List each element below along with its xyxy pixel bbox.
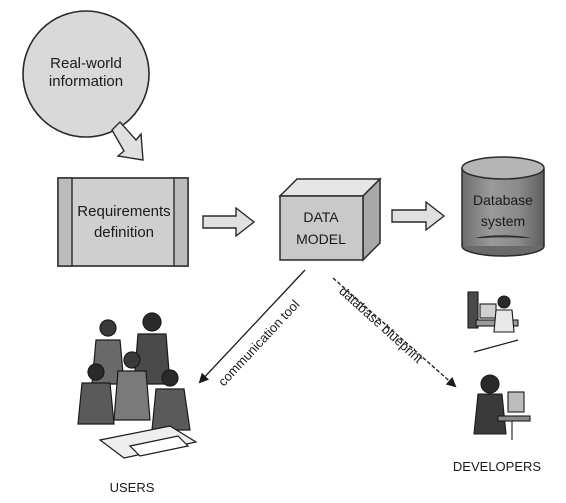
requirements-left-band xyxy=(57,177,73,267)
user-body-4 xyxy=(113,370,151,421)
user-body-5 xyxy=(151,388,191,431)
dev1-monitor xyxy=(479,303,497,319)
data-model-label-line1: DATA xyxy=(303,209,339,225)
user-head-3 xyxy=(87,363,105,381)
database-blueprint-label: database blueprint xyxy=(336,283,426,366)
requirements-box xyxy=(57,177,189,267)
requirements-right-band xyxy=(173,177,189,267)
user-head-5 xyxy=(161,369,179,387)
arrow-datamodel-to-database xyxy=(391,200,446,232)
requirements-node: Requirements definition xyxy=(57,177,189,267)
arrow-realworld-to-requirements xyxy=(111,120,144,161)
database-cylinder-top xyxy=(461,156,545,180)
communication-arrow xyxy=(198,269,306,384)
communication-tool-label: communication tool xyxy=(215,297,302,389)
database-cylinder-body xyxy=(462,168,544,246)
data-model-node: DATA MODEL xyxy=(278,177,382,262)
dev2-desk xyxy=(497,415,531,422)
edge-communication-tool: communication tool xyxy=(198,269,306,389)
data-model-label-line2: MODEL xyxy=(296,231,346,247)
data-model-front-face xyxy=(279,195,364,261)
developer-illustration-1 xyxy=(467,291,519,353)
database-label-line1: Database xyxy=(473,192,533,208)
real-world-label-line1: Real-world xyxy=(50,55,122,72)
dev1-bookshelf xyxy=(467,291,479,329)
users-paper-2 xyxy=(128,435,190,457)
requirements-label-line2: definition xyxy=(94,224,154,241)
blueprint-arrow xyxy=(332,277,457,388)
user-head-4 xyxy=(123,351,141,369)
developer-illustration-2 xyxy=(473,374,531,440)
arrow-requirements-to-datamodel xyxy=(202,206,256,238)
dev1-head xyxy=(497,295,511,309)
dev2-body xyxy=(473,393,507,435)
real-world-circle xyxy=(22,10,150,138)
user-body-3 xyxy=(77,382,115,425)
real-world-node: Real-world information xyxy=(22,10,150,138)
real-world-label-line2: information xyxy=(49,73,123,90)
requirements-label-line1: Requirements xyxy=(77,203,170,220)
users-illustration xyxy=(77,312,198,459)
users-label: USERS xyxy=(110,480,155,495)
edge-database-blueprint: database blueprint xyxy=(332,277,457,388)
dev2-head xyxy=(480,374,500,394)
dev1-body xyxy=(493,309,515,333)
database-label-line2: system xyxy=(481,213,525,229)
dev2-monitor xyxy=(507,391,525,413)
database-node: Database system xyxy=(461,156,545,257)
user-head-2 xyxy=(142,312,162,332)
developers-label: DEVELOPERS xyxy=(453,459,541,474)
user-head-1 xyxy=(99,319,117,337)
